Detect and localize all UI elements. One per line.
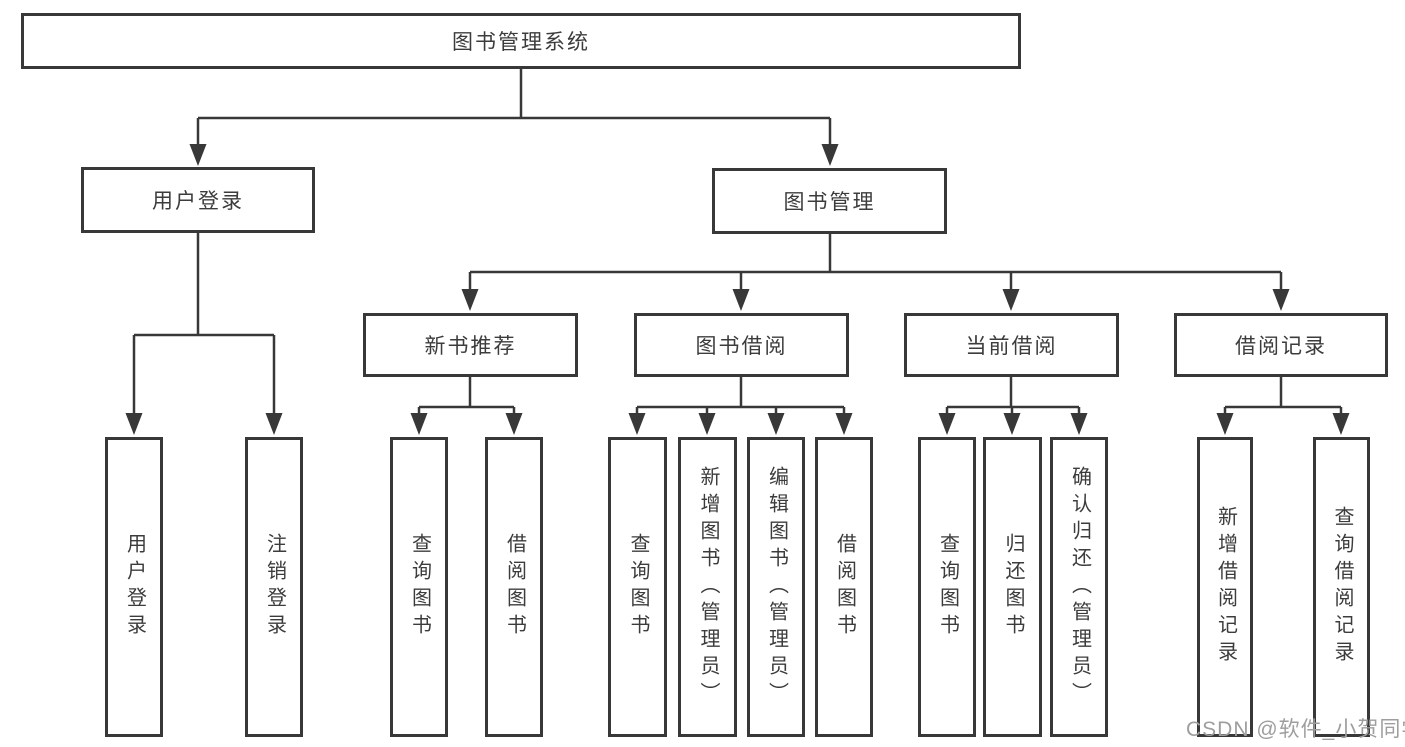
leaf-borrow-books-2: 借阅图书 [815,437,873,737]
leaf-add-borrow-record-label: 新增借阅记录 [1214,506,1237,668]
leaf-query-books-3: 查询图书 [918,437,976,737]
leaf-borrow-books-2-label: 借阅图书 [833,533,856,641]
leaf-query-books-2-label: 查询图书 [627,533,649,641]
leaf-query-books-3-label: 查询图书 [936,533,959,641]
node-book-borrowing: 图书借阅 [634,313,849,377]
leaf-user-login-label: 用户登录 [123,533,146,641]
leaf-add-borrow-record: 新增借阅记录 [1197,437,1253,737]
leaf-confirm-return-admin: 确认归还（管理员） [1050,437,1108,737]
leaf-query-books-1-label: 查询图书 [408,533,431,641]
leaf-confirm-return-admin-label: 确认归还（管理员） [1068,465,1091,709]
leaf-edit-books-admin-label: 编辑图书（管理员） [765,465,788,709]
leaf-query-books-2: 查询图书 [608,437,667,737]
node-root: 图书管理系统 [21,13,1021,69]
leaf-query-borrow-record: 查询借阅记录 [1313,437,1370,737]
leaf-edit-books-admin: 编辑图书（管理员） [747,437,805,737]
node-borrow-records-label: 借阅记录 [1235,335,1327,358]
leaf-return-books: 归还图书 [983,437,1042,737]
leaf-add-books-admin-label: 新增图书（管理员） [697,465,719,709]
node-user-login: 用户登录 [81,167,315,233]
leaf-logout-label: 注销登录 [263,533,286,641]
node-root-label: 图书管理系统 [452,31,590,54]
node-current-borrowing: 当前借阅 [904,313,1119,377]
arrowheads [125,144,1350,435]
leaf-borrow-books-1-label: 借阅图书 [503,533,526,641]
leaf-query-books-1: 查询图书 [390,437,448,737]
leaf-return-books-label: 归还图书 [1002,533,1024,641]
leaf-borrow-books-1: 借阅图书 [485,437,543,737]
leaf-logout: 注销登录 [245,437,303,737]
node-user-login-label: 用户登录 [152,190,244,213]
node-book-management: 图书管理 [712,168,947,234]
leaf-query-borrow-record-label: 查询借阅记录 [1331,506,1353,668]
node-book-borrowing-label: 图书借阅 [695,335,788,358]
leaf-user-login: 用户登录 [105,437,163,737]
watermark: CSDN @软件_小贺同学 [1186,718,1405,741]
leaf-add-books-admin: 新增图书（管理员） [678,437,737,737]
node-new-book-recommend: 新书推荐 [363,313,578,377]
node-current-borrowing-label: 当前借阅 [965,335,1058,358]
node-book-management-label: 图书管理 [783,191,876,214]
node-borrow-records: 借阅记录 [1174,313,1388,377]
node-new-book-recommend-label: 新书推荐 [424,335,517,358]
